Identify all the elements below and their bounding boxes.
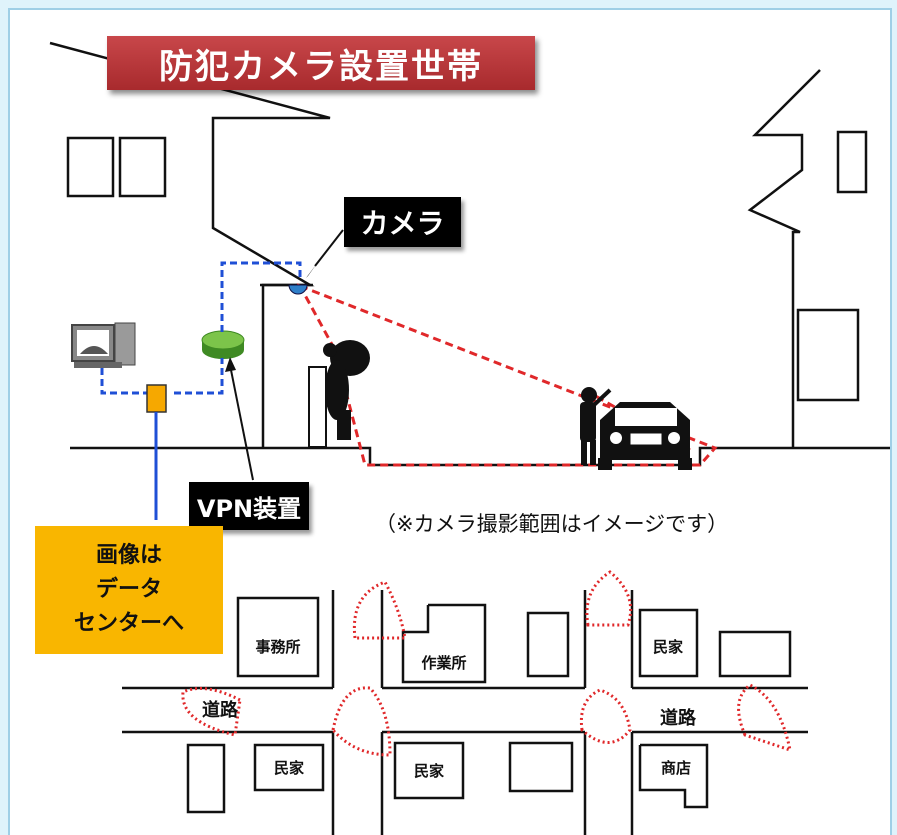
computer-icon bbox=[71, 322, 136, 368]
camera-pointer-head bbox=[306, 262, 318, 278]
camera-range-car-line bbox=[584, 388, 691, 452]
map-label-workshop: 作業所 bbox=[421, 654, 466, 672]
left-house-roof bbox=[49, 41, 331, 447]
workshop-building bbox=[401, 603, 487, 684]
small-building-top-right bbox=[718, 630, 792, 678]
network-line-pc bbox=[100, 368, 155, 395]
map-label-house-top-right: 民家 bbox=[653, 638, 683, 656]
right-house-window-1 bbox=[836, 130, 868, 194]
right-house bbox=[747, 69, 868, 447]
small-building-bottom-center bbox=[508, 741, 574, 793]
office-building bbox=[236, 596, 320, 678]
small-building-bottom-left bbox=[186, 743, 226, 814]
data-center-line-3: センターへ bbox=[73, 611, 184, 636]
data-center-box: 画像は データ センターへ bbox=[35, 526, 223, 654]
vpn-router-icon bbox=[201, 330, 245, 359]
map-label-house-bottom-center: 民家 bbox=[414, 762, 444, 780]
left-house bbox=[49, 41, 331, 447]
map-label-road-right: 道路 bbox=[660, 707, 697, 729]
network-line-router bbox=[174, 358, 224, 395]
title-banner: 防犯カメラ設置世帯 bbox=[107, 36, 535, 90]
left-house-window-1 bbox=[66, 136, 115, 198]
vpn-device-label: VPN装置 bbox=[189, 482, 309, 530]
house-bottom-left-building bbox=[253, 743, 325, 792]
right-house-roof bbox=[747, 69, 821, 447]
house-top-right-building bbox=[638, 608, 699, 678]
map-label-shop: 商店 bbox=[661, 759, 691, 777]
house-bottom-center-building bbox=[393, 741, 465, 800]
camera-dome bbox=[288, 284, 308, 295]
right-house-window-2 bbox=[796, 308, 860, 402]
map-camera-ranges bbox=[181, 570, 792, 757]
data-center-line-1: 画像は bbox=[95, 543, 162, 568]
left-house-window-2 bbox=[118, 136, 167, 198]
car-figure bbox=[598, 402, 692, 470]
network-line-camera bbox=[220, 261, 302, 332]
vpn-pointer-head bbox=[225, 357, 236, 372]
small-building-top bbox=[526, 611, 570, 678]
shop-building bbox=[638, 743, 709, 809]
map-label-house-bottom-left: 民家 bbox=[274, 759, 304, 777]
person-figure bbox=[580, 387, 612, 465]
data-center-line-2: データ bbox=[95, 577, 162, 602]
map-label-road-left: 道路 bbox=[202, 699, 239, 721]
map-label-office: 事務所 bbox=[255, 638, 300, 656]
capture-range-note: （※カメラ撮影範囲はイメージです） bbox=[375, 512, 729, 536]
ground-line bbox=[70, 446, 890, 467]
burglar-figure bbox=[323, 340, 370, 440]
vpn-pointer-line bbox=[229, 364, 254, 481]
camera-label: カメラ bbox=[344, 197, 461, 247]
gate-pillar bbox=[308, 366, 327, 448]
junction-box bbox=[146, 384, 167, 413]
camera-pointer-line bbox=[314, 229, 344, 267]
diagram-frame: 事務所 作業所 民家 道路 道路 民家 民家 商店 防犯カメラ設置世帯 カメラ … bbox=[8, 8, 892, 835]
diagram-illustration: 事務所 作業所 民家 道路 道路 民家 民家 商店 bbox=[49, 41, 890, 835]
